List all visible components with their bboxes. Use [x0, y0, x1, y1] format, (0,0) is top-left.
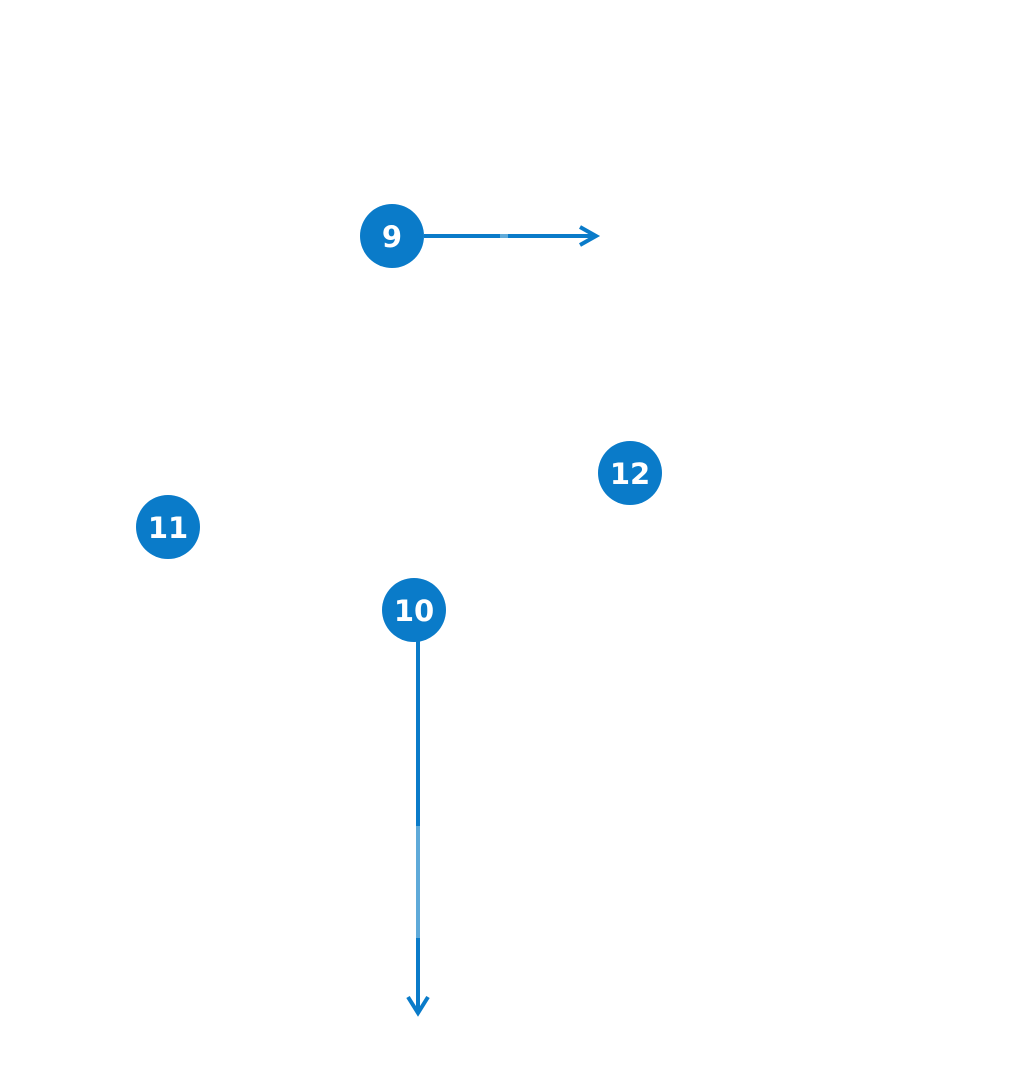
marker-10-label: 10 [394, 594, 434, 628]
arrow-from-marker-10 [406, 640, 430, 1017]
arrow-from-marker-9 [424, 225, 601, 247]
marker-12[interactable]: 12 [598, 441, 662, 505]
marker-11-circle [136, 495, 200, 559]
marker-12-label: 12 [610, 457, 650, 491]
marker-11[interactable]: 11 [136, 495, 200, 559]
marker-11-label: 11 [148, 511, 188, 545]
marker-9-circle [360, 204, 424, 268]
arrow-10-head [406, 995, 430, 1017]
marker-10-circle [382, 578, 446, 642]
marker-12-circle [598, 441, 662, 505]
arrow-9-head [579, 225, 601, 247]
marker-10[interactable]: 10 [382, 578, 446, 642]
marker-9-label: 9 [382, 220, 402, 254]
marker-9[interactable]: 9 [360, 204, 424, 268]
